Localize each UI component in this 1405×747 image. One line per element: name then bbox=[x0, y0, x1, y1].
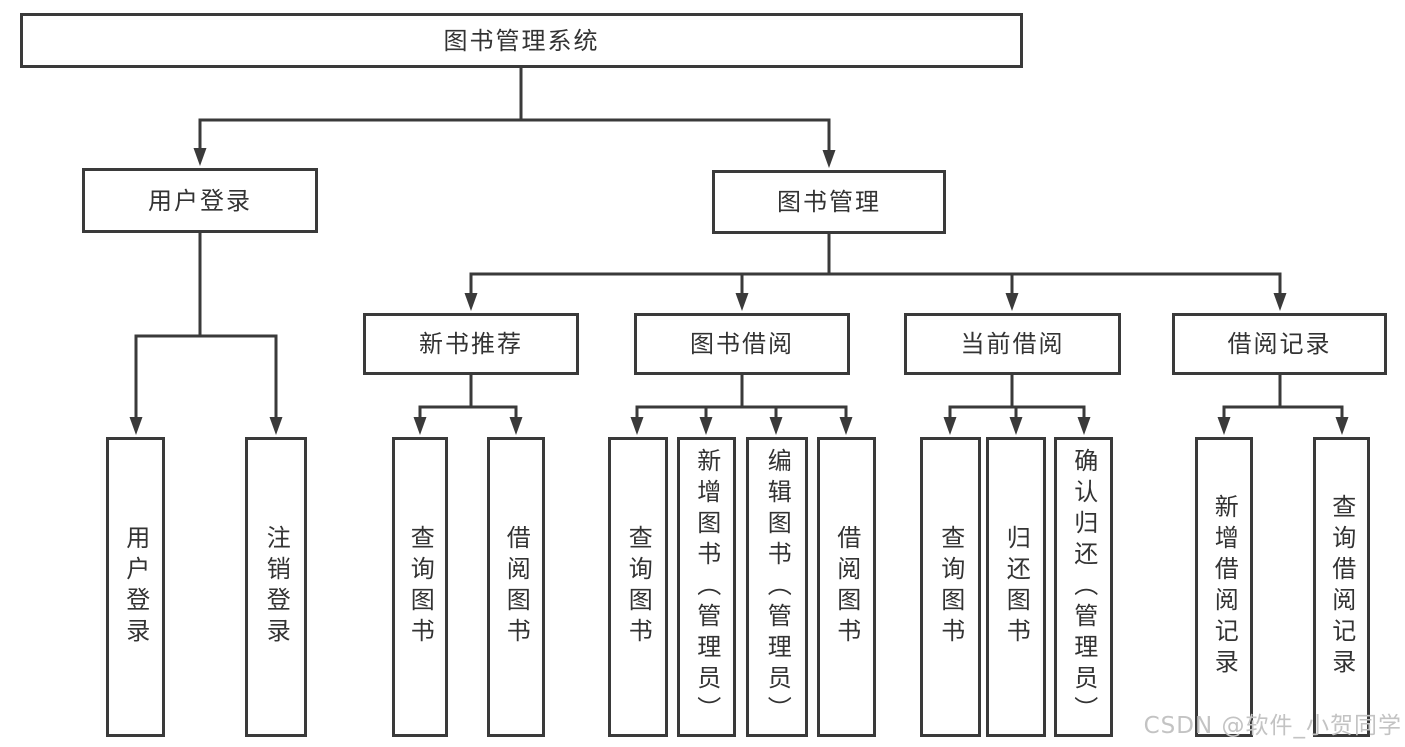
watermark: CSDN @软件_小贺同学 bbox=[1143, 713, 1402, 739]
node-leaf-bb-borrow: 借阅图书 bbox=[817, 437, 876, 737]
node-label: 确认归还（管理员） bbox=[1069, 447, 1098, 727]
node-label: 新书推荐 bbox=[419, 330, 523, 358]
node-leaf-br-query: 查询借阅记录 bbox=[1313, 437, 1370, 737]
arrowhead-down-icon bbox=[769, 417, 783, 435]
node-borrow-records: 借阅记录 bbox=[1172, 313, 1387, 375]
node-leaf-nbr-borrow: 借阅图书 bbox=[487, 437, 545, 737]
node-label: 图书管理 bbox=[777, 188, 881, 216]
node-label: 用户登录 bbox=[121, 525, 150, 649]
arrowhead-down-icon bbox=[129, 417, 143, 435]
arrowhead-down-icon bbox=[822, 150, 836, 168]
node-leaf-br-add: 新增借阅记录 bbox=[1195, 437, 1253, 737]
arrowhead-down-icon bbox=[413, 417, 427, 435]
node-leaf-bb-edit: 编辑图书（管理员） bbox=[746, 437, 808, 737]
arrowhead-down-icon bbox=[509, 417, 523, 435]
node-label: 新增借阅记录 bbox=[1210, 494, 1239, 680]
arrowhead-down-icon bbox=[943, 417, 957, 435]
node-label: 注销登录 bbox=[262, 525, 291, 649]
node-leaf-nbr-query: 查询图书 bbox=[392, 437, 448, 737]
node-root: 图书管理系统 bbox=[20, 13, 1023, 68]
node-label: 查询图书 bbox=[936, 525, 965, 649]
arrowhead-down-icon bbox=[1077, 417, 1091, 435]
node-leaf-bb-query: 查询图书 bbox=[608, 437, 668, 737]
node-label: 借阅图书 bbox=[502, 525, 531, 649]
arrowhead-down-icon bbox=[1273, 293, 1287, 311]
node-leaf-bb-add: 新增图书（管理员） bbox=[677, 437, 736, 737]
node-leaf-logout: 注销登录 bbox=[245, 437, 307, 737]
arrowhead-down-icon bbox=[630, 417, 644, 435]
node-label: 借阅图书 bbox=[832, 525, 861, 649]
arrowhead-down-icon bbox=[269, 417, 283, 435]
node-label: 查询借阅记录 bbox=[1327, 494, 1356, 680]
node-label: 归还图书 bbox=[1002, 525, 1031, 649]
node-label: 图书借阅 bbox=[690, 330, 794, 358]
node-label: 新增图书（管理员） bbox=[692, 447, 721, 727]
arrowhead-down-icon bbox=[699, 417, 713, 435]
arrowhead-down-icon bbox=[839, 417, 853, 435]
node-label: 查询图书 bbox=[624, 525, 653, 649]
node-label: 借阅记录 bbox=[1227, 330, 1332, 358]
node-leaf-cb-return: 归还图书 bbox=[986, 437, 1046, 737]
node-book-mgmt: 图书管理 bbox=[712, 170, 946, 234]
node-label: 图书管理系统 bbox=[443, 26, 600, 55]
arrowhead-down-icon bbox=[1217, 417, 1231, 435]
node-leaf-user-login: 用户登录 bbox=[106, 437, 165, 737]
node-new-book-rec: 新书推荐 bbox=[363, 313, 579, 375]
arrowhead-down-icon bbox=[1005, 293, 1019, 311]
node-label: 当前借阅 bbox=[960, 330, 1065, 358]
arrowhead-down-icon bbox=[1009, 417, 1023, 435]
node-current-borrow: 当前借阅 bbox=[904, 313, 1121, 375]
arrowhead-down-icon bbox=[193, 148, 207, 166]
node-label: 用户登录 bbox=[148, 186, 252, 215]
node-leaf-cb-query: 查询图书 bbox=[920, 437, 981, 737]
node-book-borrow: 图书借阅 bbox=[634, 313, 850, 375]
node-leaf-cb-confirm: 确认归还（管理员） bbox=[1054, 437, 1113, 737]
node-label: 查询图书 bbox=[406, 525, 435, 649]
node-user-login: 用户登录 bbox=[82, 168, 318, 233]
arrowhead-down-icon bbox=[464, 293, 478, 311]
node-label: 编辑图书（管理员） bbox=[763, 447, 792, 727]
arrowhead-down-icon bbox=[1335, 417, 1349, 435]
arrowhead-down-icon bbox=[735, 293, 749, 311]
